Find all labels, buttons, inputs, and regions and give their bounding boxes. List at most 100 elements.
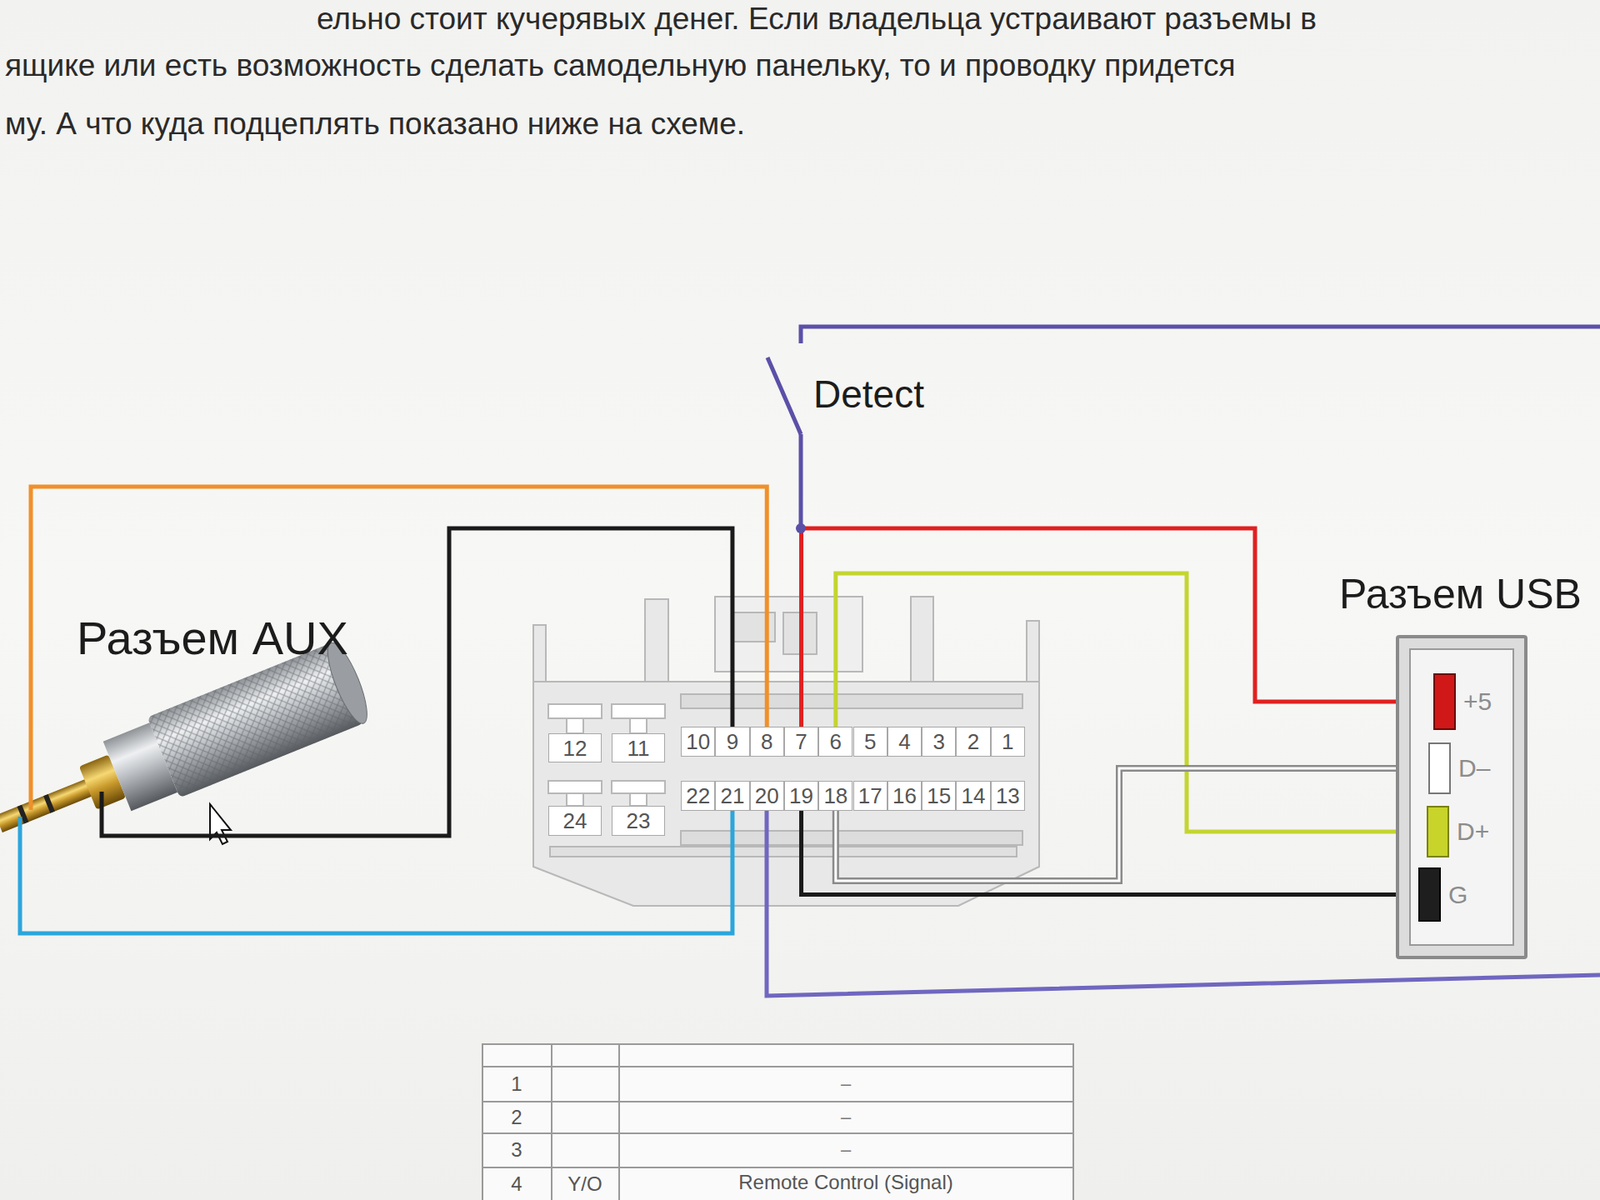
housing-post [910,596,934,683]
pin-number: 14 [961,785,986,807]
pin-cell: 11 [611,733,665,763]
wire-stub [18,816,23,827]
pin-cell: 18 [818,780,853,811]
wire [801,810,1419,895]
table-cell: 1 [510,1074,522,1095]
pin-number: 24 [563,810,588,832]
pin-number: 22 [685,785,710,807]
usb-pin: G [1418,867,1473,922]
pin-name: D– [1458,754,1490,783]
pin-cell: 3 [921,726,956,757]
pin-number: 23 [626,810,651,832]
pin-number: 2 [967,730,980,753]
table-cell: 2 [510,1107,522,1128]
pin-t-shape [566,793,584,806]
wire-path [801,528,1434,727]
aux-connector: Разъем AUX [5,607,347,827]
detect-switch-blade [767,357,801,435]
pin-number: 10 [685,730,710,753]
junction-dot [795,523,806,534]
pin-cell: 4 [887,726,922,757]
pin-cell: 21 [715,780,750,811]
housing-body [533,681,1040,906]
housing-post [645,599,669,683]
wire-path [101,528,733,836]
pin-cell: 22 [680,780,715,811]
pin-number: 15 [926,785,951,807]
pin-number: 6 [830,730,842,753]
housing-rib [550,846,1017,857]
wire [835,768,1429,881]
housing-post [1026,620,1040,684]
pin-name: +5 [1463,687,1492,716]
signal-name: Detect [813,371,925,417]
wire-path [801,810,1419,895]
table-frame [482,1044,1074,1200]
detect-wire [799,434,804,529]
plug-ring [43,794,55,814]
pin-number: 3 [933,730,945,753]
pin-cell: 9 [715,726,750,757]
pin-t-shape [566,718,584,734]
body-text: ящике или есть возможность сделать самод… [5,48,1235,84]
pin-number: 20 [755,785,780,807]
pin-number: 8 [760,730,773,753]
pin-cell: 7 [784,726,819,757]
pin-cell: 1 [990,726,1025,757]
pin-cell: 15 [921,780,956,811]
plug-pin [0,778,95,833]
pin-cell: 12 [548,733,602,763]
pin-cell: 16 [887,780,922,811]
pin-number: 16 [892,785,917,807]
pin-cell: 2 [955,726,990,757]
pin-t-shape [611,780,665,794]
housing-tab [715,596,863,672]
pin-number: 19 [789,785,814,807]
detect-wire [766,326,1600,996]
pin-cell: 5 [853,726,888,757]
table-cell: 4 [510,1174,522,1195]
pin-cell: 24 [548,805,602,836]
pin-number: 11 [627,737,650,760]
housing-post [533,625,546,684]
wire [101,528,733,836]
connector-title: Разъем USB [1339,570,1582,619]
table-line [618,1044,620,1200]
table-line [482,1132,1074,1135]
pin-number: 9 [726,730,739,753]
table-line [482,1100,1074,1103]
pin-t-shape [548,704,602,719]
pin-name: G [1448,880,1468,910]
pin-contact [1433,673,1456,730]
pin-number: 7 [795,730,807,753]
pin-contact [1418,867,1441,922]
table-line [550,1044,553,1200]
pin-t-shape [630,793,647,806]
pin-contact [1428,742,1451,795]
pin-cell: 6 [818,726,853,757]
pin-t-shape [630,718,647,734]
table-cell: – [840,1108,851,1127]
table-line [482,1065,1074,1068]
detect-wire [800,326,1600,344]
pin-number: 17 [858,785,883,807]
wire-stub [29,607,34,810]
pin-cell: 8 [750,726,785,757]
table-cell: – [840,1140,851,1160]
pin-cell: 23 [611,805,665,836]
pin-number: 18 [823,785,848,807]
pin-number: 1 [1001,730,1014,753]
wire-path [835,768,1429,881]
wire-stub [100,791,105,827]
pin-t-shape [611,704,665,719]
table-cell: – [840,1075,851,1094]
body-text: му. А что куда подцеплять показано ниже … [5,106,745,142]
wire-path [835,573,1427,832]
pin-cell: 13 [990,780,1025,811]
wire-path [835,768,1429,881]
wire [835,573,1427,832]
table-cell: Remote Control (Signal) [738,1172,953,1193]
cursor-icon [210,804,231,845]
usb-pin: D– [1428,742,1495,795]
